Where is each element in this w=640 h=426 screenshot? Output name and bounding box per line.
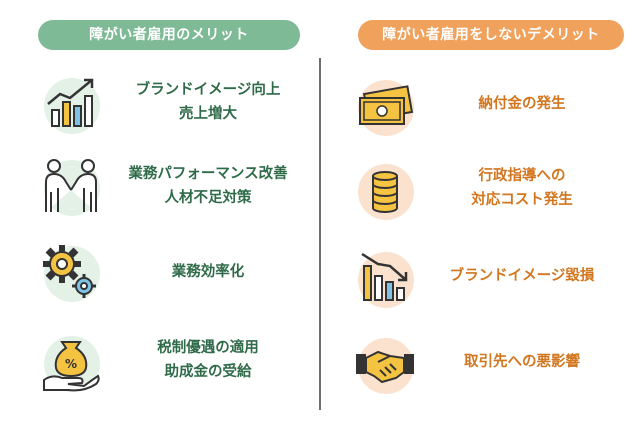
- merit-label-line1: 業務パフォーマンス改善: [128, 166, 288, 182]
- column-divider: [319, 58, 321, 410]
- merit-label-line1: ブランドイメージ向上: [135, 82, 281, 98]
- gears-icon: [38, 238, 104, 304]
- merits-column: 障がい者雇用のメリット ブランドイメージ向上 売上増大: [16, 0, 316, 426]
- banknotes-icon: [352, 72, 418, 138]
- merit-item-tax: % 税制優遇の適用 助成金の受給: [16, 328, 316, 398]
- merit-item-performance: 業務パフォーマンス改善 人材不足対策: [16, 152, 316, 222]
- merit-label-line2: 人材不足対策: [164, 190, 252, 206]
- demerits-title: 障がい者雇用をしないデメリット: [358, 20, 624, 50]
- merit-item-efficiency: 業務効率化: [16, 238, 316, 308]
- demerit-item-guidance: 行政指導への 対応コスト発生: [330, 156, 630, 226]
- merit-label-line1: 業務効率化: [171, 264, 245, 280]
- demerit-item-partners: 取引先への悪影響: [330, 330, 630, 400]
- declining-chart-icon: [352, 244, 418, 310]
- handshake-people-icon: [38, 152, 104, 218]
- demerits-column: 障がい者雇用をしないデメリット 納付金の発生: [330, 0, 630, 426]
- merit-item-brand: ブランドイメージ向上 売上増大: [16, 70, 316, 140]
- demerit-label-line1: ブランドイメージ毀損: [449, 268, 595, 284]
- demerit-label-line1: 納付金の発生: [478, 96, 566, 112]
- demerit-item-levy: 納付金の発生: [330, 72, 630, 142]
- growth-chart-icon: [38, 70, 104, 136]
- demerit-label-line1: 取引先への悪影響: [464, 354, 580, 370]
- demerit-item-brand: ブランドイメージ毀損: [330, 244, 630, 314]
- merit-label-line2: 売上増大: [179, 106, 237, 122]
- demerit-label-line1: 行政指導への: [478, 168, 566, 184]
- merit-label-line2: 助成金の受給: [164, 364, 252, 380]
- merit-label-line1: 税制優遇の適用: [157, 340, 259, 356]
- merits-title: 障がい者雇用のメリット: [38, 20, 300, 50]
- handshake-icon: [352, 330, 418, 396]
- money-bag-hand-icon: %: [38, 328, 104, 394]
- demerit-label-line2: 対応コスト発生: [471, 192, 573, 208]
- coin-stack-icon: [352, 156, 418, 222]
- svg-text:%: %: [65, 357, 77, 371]
